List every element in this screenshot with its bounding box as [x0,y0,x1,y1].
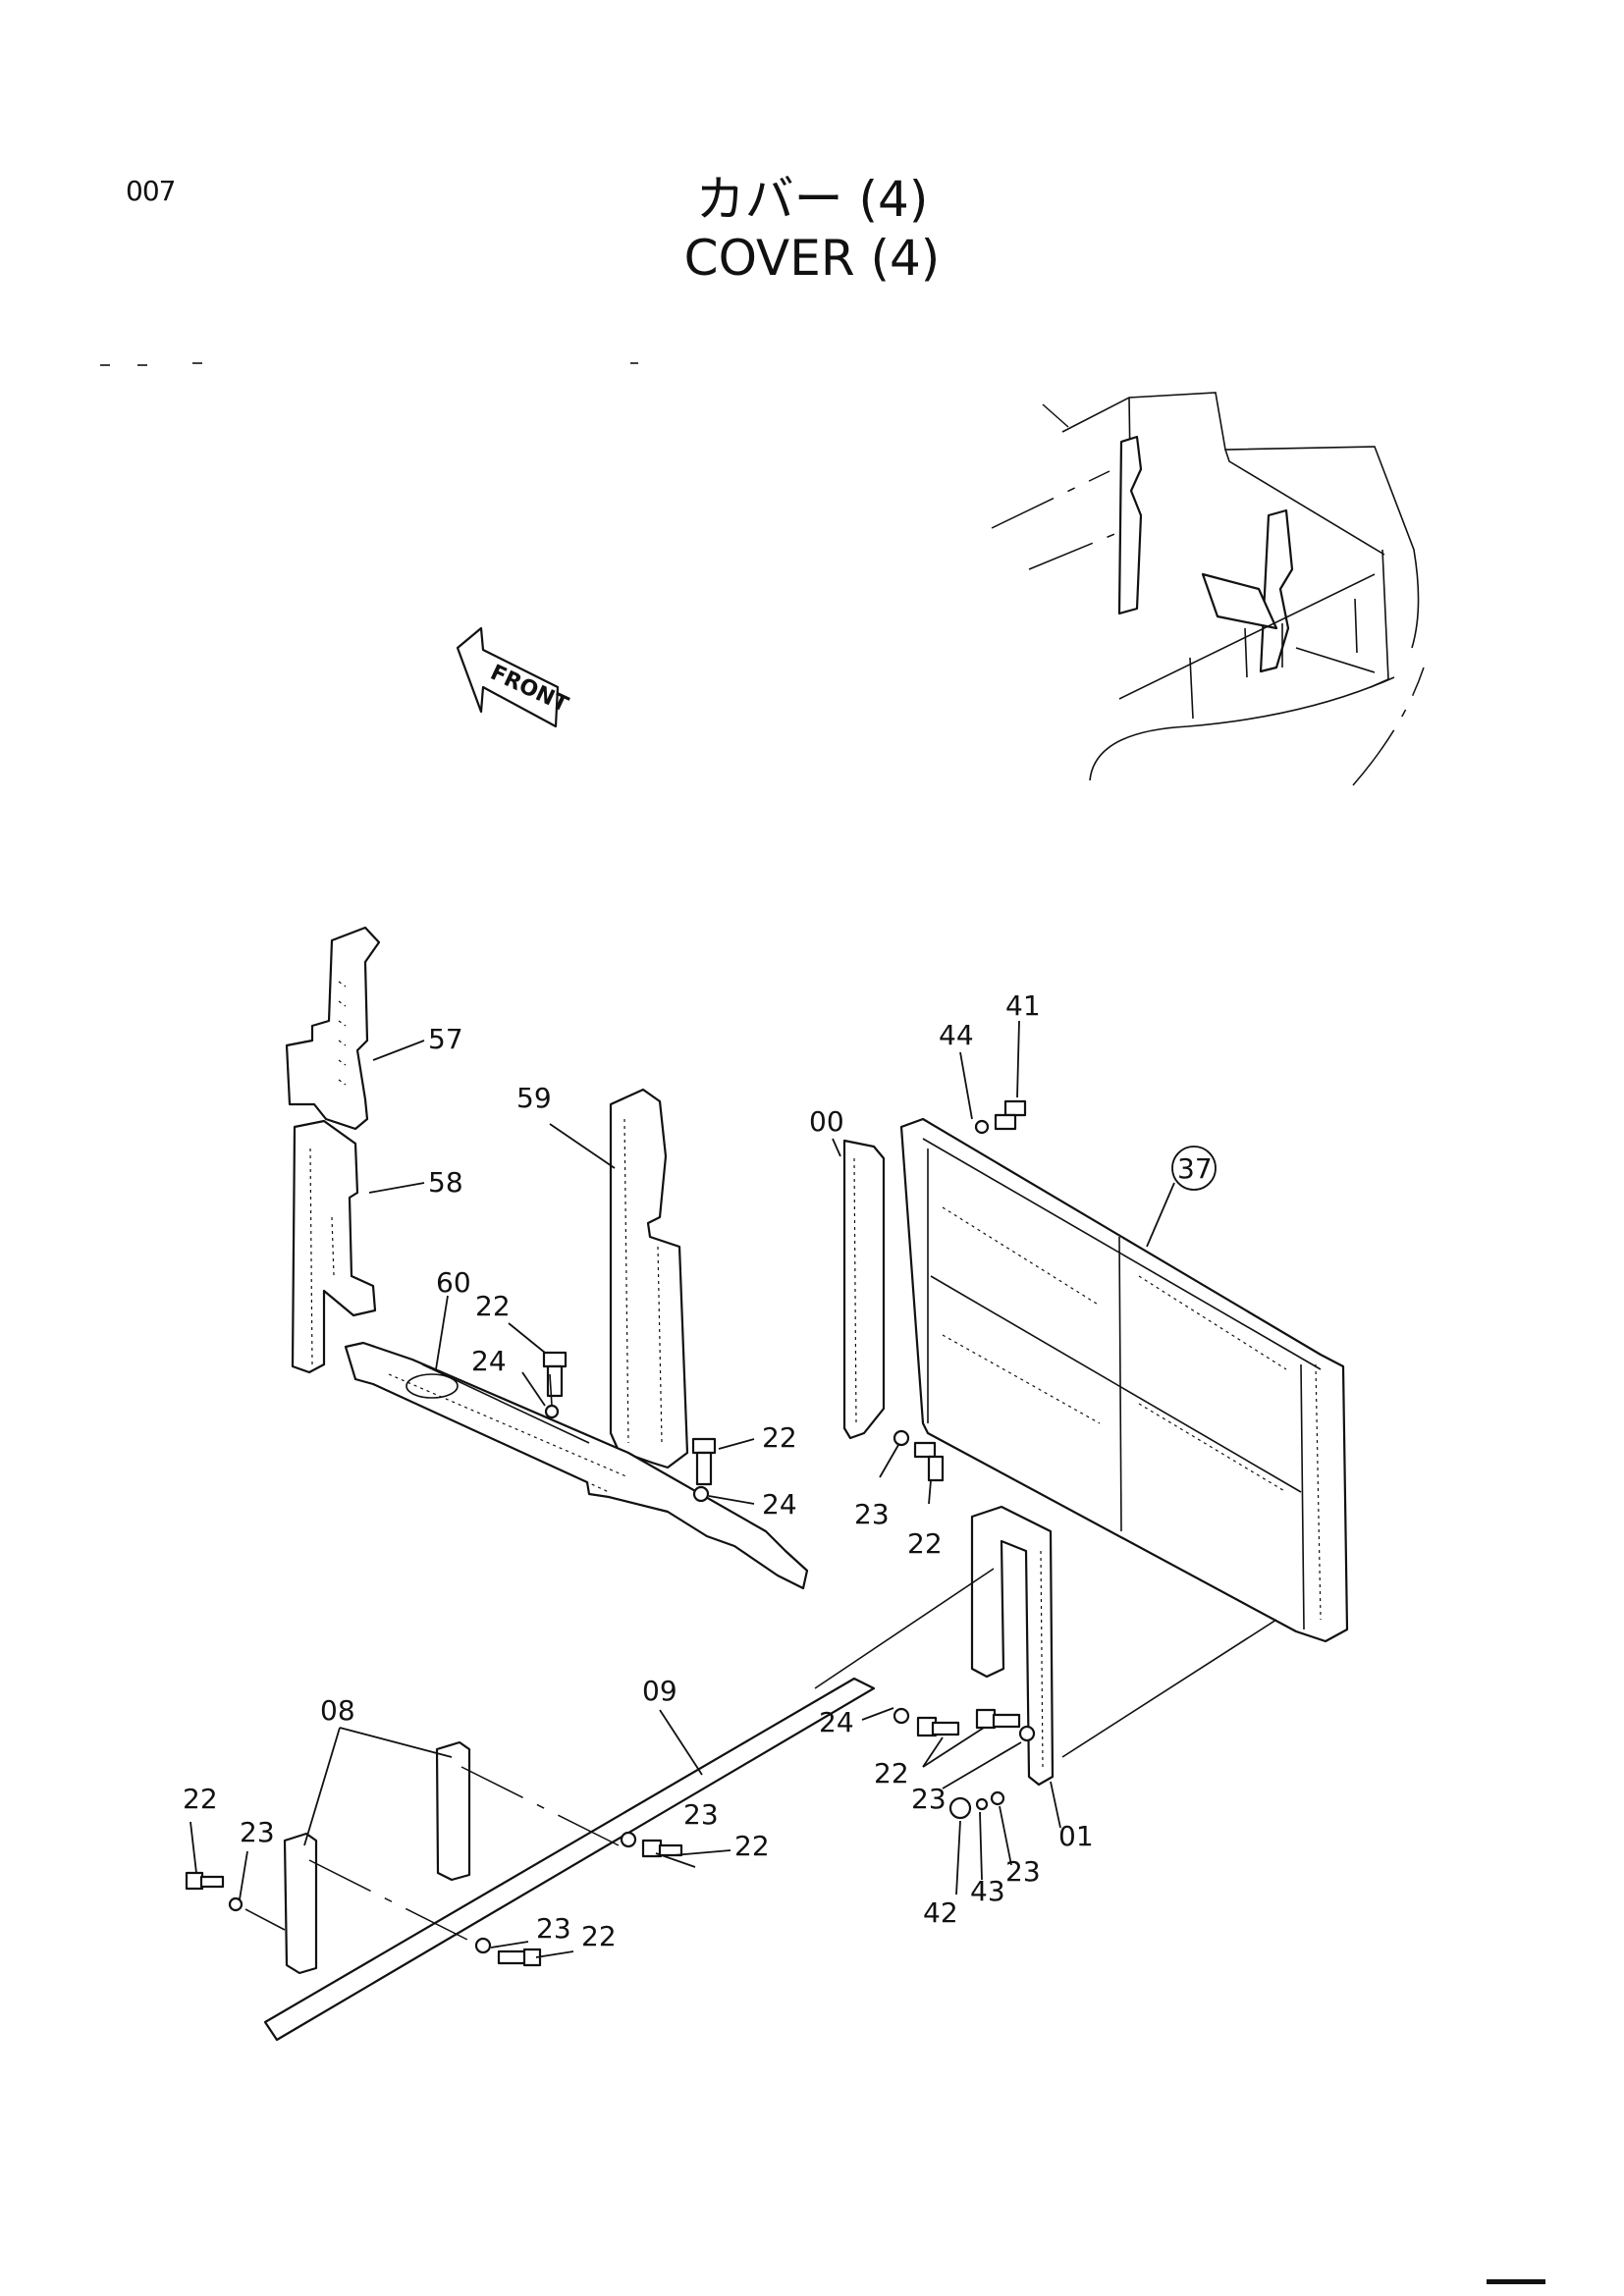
callout-22f: 22 [734,1830,770,1862]
callout-24b: 24 [762,1488,797,1521]
callout-44: 44 [939,1019,974,1051]
page-number: 007 [126,175,176,207]
part-58-stand [291,1119,377,1374]
bolt-22g [185,1871,225,1891]
washer-23c [990,1790,1005,1806]
corner-mark [1487,2279,1545,2284]
bolt-22a [542,1351,568,1398]
part-59-post [609,1088,689,1469]
bolt-22b [691,1437,717,1486]
callout-00: 00 [809,1105,844,1138]
washer-23a [893,1429,910,1447]
callout-22a: 22 [475,1290,511,1322]
washer-23e [228,1896,244,1912]
callout-09: 09 [642,1675,677,1707]
alignment-lines [244,1373,1277,1943]
callout-labels: 57 58 59 60 00 44 41 37 22 24 22 24 23 2… [183,989,1213,1952]
nut-42 [948,1796,972,1820]
leader-lines [189,1020,1175,1958]
callout-08: 08 [320,1694,355,1727]
callout-37: 37 [1177,1152,1213,1185]
washer-43 [975,1797,989,1811]
callout-24c: 24 [819,1706,854,1738]
bolt-22c [913,1441,945,1482]
bolt-22f [641,1839,683,1858]
part-09-diagonal-bar [263,1677,876,2042]
washer-23d [620,1831,637,1848]
callout-58: 58 [428,1166,463,1199]
washer-44 [974,1119,990,1135]
callout-23d: 23 [683,1798,719,1831]
callout-23a: 23 [854,1498,890,1530]
title-japanese: カバー (4) [695,171,929,228]
callout-43: 43 [970,1875,1005,1907]
callout-22d: 22 [874,1757,909,1789]
bolt-22h [497,1948,542,1967]
washer-24a [544,1404,560,1419]
part-57-bracket [285,926,381,1131]
callout-42: 42 [923,1896,958,1929]
part-60-frame-rail [344,1341,809,1590]
front-direction-marker: FRONT [456,626,571,728]
washer-23f [474,1937,492,1954]
bolt-22d [916,1716,960,1737]
callout-23e: 23 [1005,1855,1041,1888]
callout-23c: 23 [240,1816,275,1848]
callout-22c: 22 [907,1527,943,1560]
callout-59: 59 [516,1082,552,1114]
callout-circle-37 [1171,1146,1217,1191]
callout-57: 57 [428,1023,463,1055]
washer-24c [893,1707,910,1725]
callout-01: 01 [1058,1820,1094,1852]
bolt-22e [975,1708,1021,1730]
callout-22e: 22 [183,1783,218,1815]
arrow-left-icon [456,626,560,728]
part-08-uprights [283,1740,471,1975]
part-00-side-bracket [842,1139,886,1440]
callout-23b: 23 [911,1783,947,1815]
callout-22g: 22 [581,1920,617,1952]
washer-24b [692,1485,710,1503]
scan-marks [100,362,638,366]
callout-24a: 24 [471,1345,507,1377]
callout-22b: 22 [762,1421,797,1454]
callout-41: 41 [1005,989,1041,1022]
machine-overview [991,392,1425,786]
part-01-upright [970,1505,1055,1787]
title-english: COVER (4) [683,230,941,287]
callout-23f: 23 [536,1912,571,1945]
bolt-41 [994,1099,1027,1131]
part-37-panel-assembly [899,1117,1349,1643]
callout-60: 60 [436,1266,471,1299]
washer-23b [1018,1725,1036,1742]
